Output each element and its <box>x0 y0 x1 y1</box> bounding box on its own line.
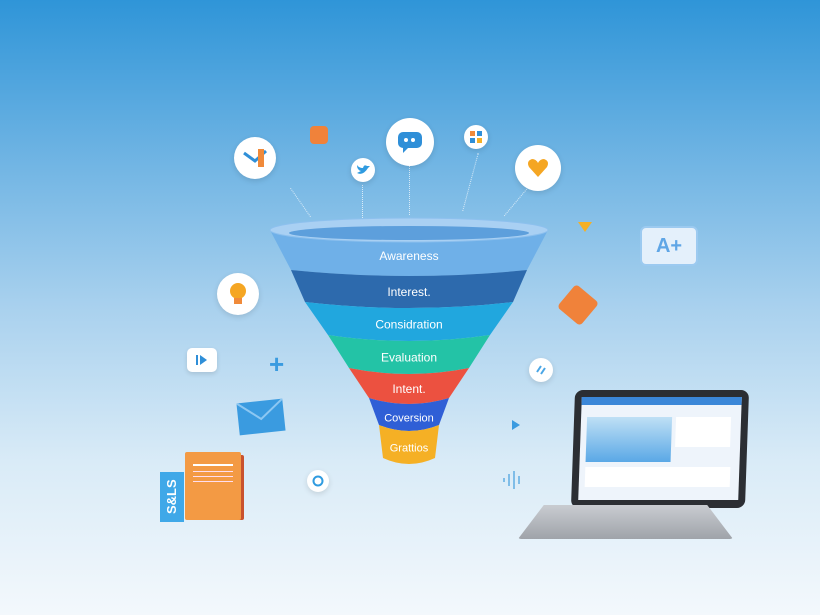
twitter-icon <box>351 158 375 182</box>
idea-icon <box>217 273 259 315</box>
grid-app-icon <box>464 125 488 149</box>
funnel-stage-label: Coversion <box>384 413 434 425</box>
connector-line <box>362 185 363 220</box>
funnel-stage-label: Grattios <box>390 443 429 455</box>
audio-icon <box>529 358 553 382</box>
laptop-screen-dashboard <box>578 397 742 500</box>
funnel-stage-label: Intent. <box>392 382 425 396</box>
video-icon <box>187 348 217 372</box>
funnel-stage-label: Awareness <box>379 249 438 263</box>
funnel-stage-4 <box>349 368 469 404</box>
funnel-stage-6 <box>379 425 439 464</box>
bubble-icon: A+ <box>640 226 698 266</box>
funnel-stage-5 <box>369 398 449 431</box>
play-icon <box>578 222 592 232</box>
laptop-keyboard <box>518 505 733 539</box>
play-icon <box>512 420 520 430</box>
funnel-stage-0 <box>270 230 548 276</box>
connector-line <box>409 165 410 215</box>
laptop-icon <box>570 390 750 508</box>
funnel-stage-2 <box>305 302 513 341</box>
funnel-stage-1 <box>291 270 527 308</box>
bubble-label: A+ <box>655 235 683 257</box>
funnel-opening <box>289 226 529 240</box>
email-icon <box>234 137 276 179</box>
heart-icon <box>515 145 561 191</box>
instagram-icon <box>307 470 329 492</box>
funnel-stage-3 <box>328 335 490 374</box>
funnel-stage-label: Interest. <box>387 285 430 299</box>
plus-icon: + <box>269 349 285 379</box>
chat-icon <box>386 118 434 166</box>
book-stack-illustration: S&LS <box>160 450 260 525</box>
funnel-stage-label: Considration <box>375 318 442 332</box>
funnel-stage-label: Evaluation <box>381 351 437 365</box>
envelope-icon <box>235 397 286 436</box>
calendar-icon <box>310 126 328 144</box>
sound-wave-icon <box>502 470 524 495</box>
